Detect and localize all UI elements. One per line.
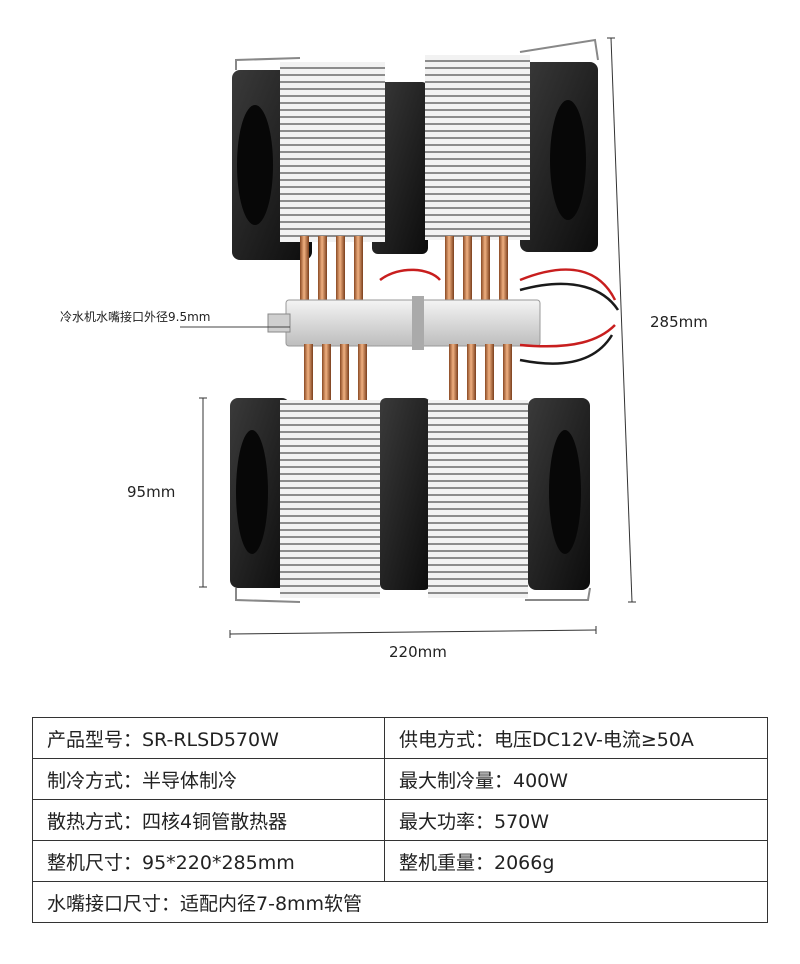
top-cooler-module	[232, 38, 599, 304]
spec-model: 产品型号：SR-RLSD570W	[32, 717, 385, 759]
dimension-label-height-total: 285mm	[650, 313, 708, 331]
product-illustration	[180, 37, 636, 638]
heatsink-bottom-right	[428, 400, 528, 598]
spec-power-supply: 供电方式：电压DC12V-电流≥50A	[384, 717, 768, 759]
table-row: 产品型号：SR-RLSD570W 供电方式：电压DC12V-电流≥50A	[32, 717, 768, 759]
bottom-cooler-module	[230, 344, 591, 603]
water-block	[267, 296, 541, 350]
copper-heatpipes-bottom	[304, 344, 512, 404]
heatsink-top-right	[425, 55, 530, 240]
heatsink-top-left	[280, 62, 385, 242]
spec-max-cooling: 最大制冷量：400W	[384, 758, 768, 800]
spec-nozzle-size: 水嘴接口尺寸：适配内径7-8mm软管	[32, 881, 768, 923]
table-row: 制冷方式：半导体制冷 最大制冷量：400W	[32, 758, 768, 800]
table-row: 整机尺寸：95*220*285mm 整机重量：2066g	[32, 840, 768, 882]
spec-weight: 整机重量：2066g	[384, 840, 768, 882]
spec-dimensions: 整机尺寸：95*220*285mm	[32, 840, 385, 882]
spec-heat-dissipation: 散热方式：四核4铜管散热器	[32, 799, 385, 841]
fan-top-center	[372, 82, 428, 254]
dimension-label-width: 220mm	[389, 643, 447, 661]
spec-max-power: 最大功率：570W	[384, 799, 768, 841]
table-row: 水嘴接口尺寸：适配内径7-8mm软管	[32, 881, 768, 923]
water-nozzle-callout: 冷水机水嘴接口外径9.5mm	[60, 310, 211, 324]
dimension-label-height-unit: 95mm	[127, 483, 176, 501]
spec-table: 产品型号：SR-RLSD570W 供电方式：电压DC12V-电流≥50A 制冷方…	[32, 717, 768, 923]
heatsink-bottom-left	[280, 400, 380, 598]
spec-cooling-method: 制冷方式：半导体制冷	[32, 758, 385, 800]
power-wires	[379, 268, 620, 365]
fan-bottom-center	[380, 398, 430, 590]
copper-heatpipes-top	[300, 236, 508, 304]
table-row: 散热方式：四核4铜管散热器 最大功率：570W	[32, 799, 768, 841]
dimension-lines	[199, 37, 636, 638]
